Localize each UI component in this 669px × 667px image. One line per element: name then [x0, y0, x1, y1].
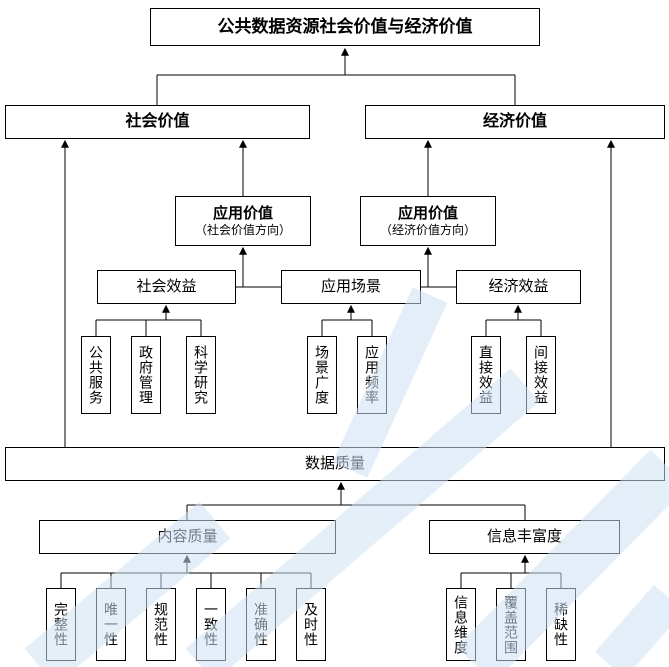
edge-children-to-social-benefit — [95, 304, 202, 336]
node-scientific-research: 科学研究 — [186, 336, 216, 414]
node-app-value-social: 应用价值 （社会价值方向） — [175, 196, 311, 246]
node-app-value-economic: 应用价值 （经济价值方向） — [360, 196, 496, 246]
app-value-social-sub: （社会价值方向） — [194, 222, 291, 237]
node-consistency: 一致性 — [196, 588, 226, 661]
node-timeliness: 及时性 — [296, 588, 326, 661]
edge-top-to-root — [156, 47, 516, 105]
node-scarcity: 稀缺性 — [546, 588, 576, 661]
node-content-quality: 内容质量 — [39, 520, 336, 554]
edge-benefits-to-appvalue — [236, 246, 456, 288]
node-normativity: 规范性 — [146, 588, 176, 661]
app-value-social-main: 应用价值 — [212, 204, 273, 222]
edge-quality-to-dataquality — [186, 481, 526, 520]
edge-children-to-application-scene — [321, 304, 373, 336]
node-scene-breadth: 场景广度 — [307, 336, 337, 414]
node-information-dimension: 信息维度 — [446, 588, 476, 661]
node-indirect-benefit: 间接效益 — [526, 336, 556, 414]
app-value-economic-main: 应用价值 — [397, 204, 458, 222]
node-economic-benefit: 经济效益 — [456, 270, 581, 304]
node-government-management: 政府管理 — [131, 336, 161, 414]
node-completeness: 完整性 — [46, 588, 76, 661]
node-direct-benefit: 直接效益 — [471, 336, 501, 414]
edge-children-to-economic-benefit — [485, 304, 542, 336]
node-economic-value: 经济价值 — [365, 105, 665, 139]
node-uniqueness: 唯一性 — [96, 588, 126, 661]
edge-dataquality-to-values — [61, 139, 615, 447]
node-data-quality: 数据质量 — [5, 447, 665, 481]
node-root-title: 公共数据资源社会价值与经济价值 — [150, 8, 540, 46]
node-coverage-scope: 覆盖范围 — [496, 588, 526, 661]
node-accuracy: 准确性 — [246, 588, 276, 661]
edge-children-to-information-richness — [460, 554, 562, 588]
edge-appvalue-to-values — [239, 139, 432, 196]
node-application-scene: 应用场景 — [281, 270, 421, 304]
node-social-benefit: 社会效益 — [97, 270, 236, 304]
edge-children-to-content-quality — [60, 554, 312, 588]
node-public-service: 公共服务 — [81, 336, 111, 414]
node-information-richness: 信息丰富度 — [429, 520, 620, 554]
app-value-economic-sub: （经济价值方向） — [379, 222, 476, 237]
node-social-value: 社会价值 — [5, 105, 310, 139]
node-application-frequency: 应用频率 — [357, 336, 387, 414]
